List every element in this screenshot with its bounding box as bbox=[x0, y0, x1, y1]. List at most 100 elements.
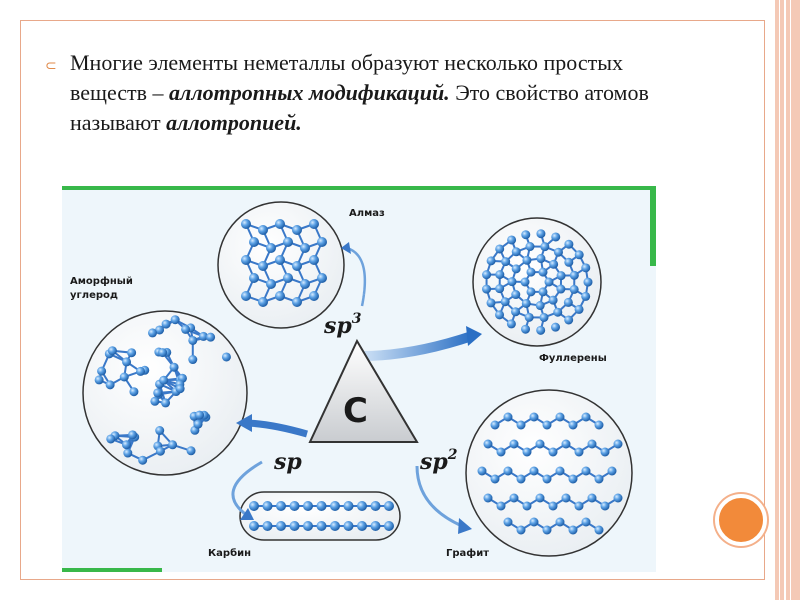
atom bbox=[158, 348, 168, 358]
atom bbox=[520, 277, 530, 287]
atom bbox=[317, 237, 327, 247]
atom bbox=[516, 420, 526, 430]
hyb-sp3: sp3 bbox=[323, 311, 362, 339]
label-grafit: Графит bbox=[446, 547, 489, 559]
atom bbox=[188, 355, 198, 365]
atom bbox=[542, 420, 552, 430]
atom bbox=[309, 291, 319, 301]
atom bbox=[357, 521, 367, 531]
atom bbox=[258, 225, 268, 235]
atom bbox=[121, 440, 131, 450]
atom bbox=[155, 426, 165, 436]
atom bbox=[581, 412, 591, 422]
atom bbox=[569, 284, 579, 294]
atom bbox=[551, 232, 561, 242]
atom bbox=[538, 267, 548, 277]
atom bbox=[170, 315, 180, 325]
arrow-to-amorph bbox=[246, 419, 308, 438]
atom bbox=[495, 244, 505, 254]
atom bbox=[276, 521, 286, 531]
atom bbox=[97, 366, 107, 376]
atom bbox=[521, 298, 531, 308]
atom bbox=[249, 237, 259, 247]
atom bbox=[542, 525, 552, 535]
atom bbox=[574, 250, 584, 260]
atom bbox=[123, 448, 133, 458]
atom bbox=[330, 501, 340, 511]
atom bbox=[548, 501, 558, 511]
atom bbox=[206, 332, 216, 342]
atom bbox=[193, 419, 203, 429]
atom bbox=[496, 447, 506, 457]
text-emphasis-2: аллотропией. bbox=[166, 110, 302, 135]
atom bbox=[555, 412, 565, 422]
label-karbin: Карбин bbox=[208, 547, 251, 559]
atom bbox=[94, 375, 104, 385]
atom bbox=[122, 357, 132, 367]
atom bbox=[526, 267, 536, 277]
atom bbox=[258, 297, 268, 307]
atom bbox=[507, 235, 517, 245]
atom bbox=[249, 521, 259, 531]
slide-text: Многие элементы неметаллы образуют неско… bbox=[70, 48, 670, 138]
atom bbox=[330, 521, 340, 531]
atom bbox=[159, 375, 169, 385]
atom bbox=[553, 307, 563, 317]
atom bbox=[529, 466, 539, 476]
bullet-icon: ⊂ bbox=[45, 58, 57, 74]
text-part-2: Это свойство атомов называют bbox=[70, 80, 649, 135]
atom bbox=[106, 434, 116, 444]
atom bbox=[587, 439, 597, 449]
atom bbox=[495, 284, 505, 294]
grafit-structure bbox=[477, 412, 623, 535]
arrow-head-amorph bbox=[236, 414, 252, 432]
atom bbox=[561, 439, 571, 449]
atom bbox=[370, 501, 381, 511]
atom bbox=[175, 384, 185, 394]
atom bbox=[496, 501, 506, 511]
atom bbox=[309, 255, 319, 265]
atom bbox=[275, 291, 285, 301]
text-emphasis-1: аллотропных модификаций. bbox=[169, 80, 450, 105]
atom bbox=[486, 256, 496, 266]
atom bbox=[521, 324, 531, 334]
atom bbox=[540, 242, 550, 252]
arrow-head-fullereny bbox=[466, 326, 482, 346]
atom bbox=[581, 517, 591, 527]
atom bbox=[525, 242, 535, 252]
arrow-head-almaz bbox=[341, 242, 351, 254]
hyb-sp2: sp2 bbox=[419, 447, 458, 475]
atom bbox=[317, 273, 327, 283]
atom bbox=[129, 387, 139, 397]
grafit-circle bbox=[465, 389, 633, 557]
atom bbox=[581, 466, 591, 476]
atom bbox=[568, 420, 578, 430]
atom bbox=[594, 474, 604, 484]
atom bbox=[343, 521, 354, 531]
almaz-structure bbox=[241, 219, 327, 307]
atom bbox=[509, 493, 519, 503]
atom bbox=[249, 501, 259, 511]
atom bbox=[553, 247, 563, 257]
atom bbox=[522, 501, 532, 511]
atom bbox=[526, 287, 536, 297]
atom bbox=[536, 325, 546, 335]
atom bbox=[535, 493, 545, 503]
carbon-letter: С bbox=[343, 391, 368, 431]
atom bbox=[275, 255, 285, 265]
atom bbox=[169, 362, 179, 372]
atom bbox=[241, 255, 251, 265]
atom bbox=[555, 517, 565, 527]
atom bbox=[511, 247, 521, 257]
carbon-triangle bbox=[308, 338, 419, 443]
atom bbox=[583, 277, 593, 287]
atom bbox=[316, 501, 327, 511]
atom bbox=[292, 297, 302, 307]
atom bbox=[486, 298, 496, 308]
atom bbox=[241, 291, 251, 301]
atom bbox=[536, 229, 546, 239]
hyb-sp: sp bbox=[273, 449, 302, 475]
atom bbox=[303, 521, 313, 531]
atom bbox=[241, 219, 251, 229]
atom bbox=[522, 255, 532, 265]
